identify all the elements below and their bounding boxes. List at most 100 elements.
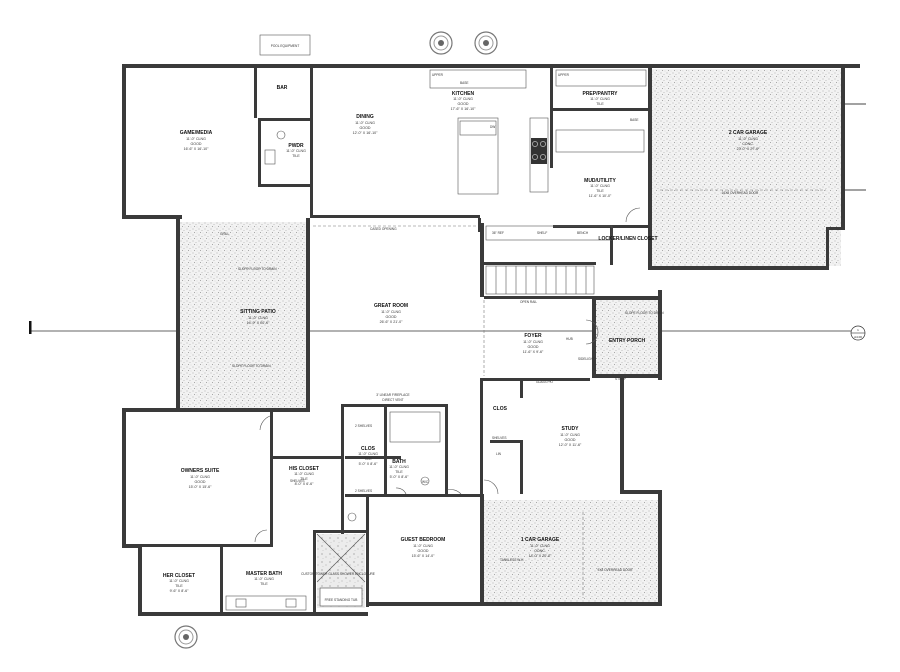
svg-text:11'-6" X 10'-0": 11'-6" X 10'-0"	[589, 194, 612, 198]
free-standing-tub	[319, 587, 363, 607]
kitchen-island	[457, 117, 499, 195]
pool-equipment-box	[259, 34, 311, 56]
svg-text:15'-0" X 15'-6": 15'-0" X 15'-6"	[189, 485, 212, 489]
garage2-floor	[652, 69, 841, 266]
room-garage2: 2 CAR GARAGE 11'-0" CLNG CONC. 23'-0" X …	[729, 130, 768, 151]
room-entry-porch: ENTRY PORCH	[609, 338, 646, 344]
patio-floor	[180, 222, 308, 408]
stairs	[485, 265, 595, 295]
note-hub: HUB	[566, 337, 573, 341]
svg-text:TILE: TILE	[260, 582, 268, 586]
note-sidelight: SIDELIGHT	[578, 357, 595, 361]
room-mud-utility: MUD/UTILITY 11'-0" CLNG TILE 11'-6" X 10…	[584, 178, 616, 198]
note-grill: GRILL	[220, 232, 229, 236]
note-shelves: 2 SHELVES	[355, 424, 372, 428]
svg-text:11'-0" CLNG: 11'-0" CLNG	[186, 137, 206, 141]
svg-text:FOYER: FOYER	[524, 333, 542, 339]
svg-text:11'-0" CLNG: 11'-0" CLNG	[248, 316, 268, 320]
svg-text:PREP/PANTRY: PREP/PANTRY	[582, 91, 618, 97]
note-wc: W/C	[422, 480, 429, 484]
svg-text:5'-0" X 8'-6": 5'-0" X 8'-6"	[359, 462, 378, 466]
svg-text:TILE: TILE	[596, 189, 604, 193]
svg-text:STUDY: STUDY	[562, 426, 580, 432]
interior-walls	[126, 68, 648, 614]
note-fireplace: 3' LINEAR FIREPLACE	[376, 393, 409, 397]
room-clos: CLOS 11'-0" CLNG TILE 5'-0" X 8'-6"	[358, 446, 378, 466]
room-prep-pantry: PREP/PANTRY 11'-0" CLNG TILE	[582, 91, 618, 106]
svg-text:TILE: TILE	[175, 584, 183, 588]
svg-text:TILE: TILE	[300, 477, 308, 481]
mud-cabinets	[555, 129, 645, 153]
svg-text:GOOD: GOOD	[418, 549, 429, 553]
kitchen-lower-cabinets	[485, 225, 613, 241]
svg-text:GOOD: GOOD	[386, 315, 397, 319]
room-bar: BAR	[277, 85, 288, 91]
svg-text:11'-6" X 9'-6": 11'-6" X 9'-6"	[523, 350, 544, 354]
room-pwdr: PWDR 11'-0" CLNG TILE	[286, 143, 306, 158]
room-great-room: GREAT ROOM 11'-0" CLNG GOOD 26'-6" X 21'…	[374, 303, 408, 324]
svg-text:11'-0" CLNG: 11'-0" CLNG	[389, 465, 409, 469]
note-glass-pkt: GLASS PKT	[536, 380, 554, 384]
pantry-uppers	[555, 69, 647, 87]
svg-text:11'-0" CLNG: 11'-0" CLNG	[358, 452, 378, 456]
pool-equipment-label: POOL EQUIPMENT	[271, 44, 300, 48]
svg-text:12'-0" X 16'-10": 12'-0" X 16'-10"	[353, 131, 378, 135]
room-sitting-patio: SITTING PATIO 11'-0" CLNG 14'-9" X 20'-0…	[240, 309, 276, 325]
note-shelves: SHELVES	[492, 436, 506, 440]
garage1-floor	[484, 500, 658, 602]
svg-text:17'-6" X 16'-10": 17'-6" X 16'-10"	[451, 107, 476, 111]
svg-text:11'-0" CLNG: 11'-0" CLNG	[381, 310, 401, 314]
room-master-bath: MASTER BATH 11'-0" CLNG TILE	[246, 571, 282, 586]
room-locker-closet: LOCKER/LINEN CLOSET	[598, 236, 657, 242]
svg-text:14'-9" X 20'-0": 14'-9" X 20'-0"	[247, 321, 270, 325]
room-her-closet: HER CLOSET 11'-0" CLNG TILE 9'-6" X 8'-6…	[163, 573, 195, 593]
kitchen-counter	[529, 117, 549, 193]
svg-text:GREAT ROOM: GREAT ROOM	[374, 303, 408, 309]
svg-text:1 CAR GARAGE: 1 CAR GARAGE	[521, 537, 560, 543]
room-name: GAME/MEDIA	[180, 130, 213, 136]
pwdr-toilet	[276, 130, 286, 140]
svg-text:CLOS: CLOS	[361, 446, 376, 452]
note-ref: 36" REF	[492, 231, 504, 235]
svg-text:11'-0" CLNG: 11'-0" CLNG	[286, 149, 306, 153]
svg-text:TILE: TILE	[292, 154, 300, 158]
svg-text:SITTING PATIO: SITTING PATIO	[240, 309, 276, 315]
svg-text:11'-0" CLNG: 11'-0" CLNG	[590, 184, 610, 188]
svg-text:11'-0" CLNG: 11'-0" CLNG	[294, 472, 314, 476]
note-base: BASE	[630, 118, 639, 122]
svg-text:MASTER BATH: MASTER BATH	[246, 571, 282, 577]
room-foyer: FOYER 11'-0" CLNG GOOD 11'-6" X 9'-6"	[523, 333, 544, 354]
room-dining: DINING 11'-0" CLNG GOOD 12'-0" X 16'-10"	[353, 114, 378, 135]
kitchen-upper-cabinets	[429, 69, 527, 89]
svg-text:TILE: TILE	[596, 102, 604, 106]
exterior-walls	[122, 64, 860, 616]
entry-porch-floor	[596, 300, 658, 378]
svg-text:GUEST BEDROOM: GUEST BEDROOM	[401, 537, 446, 543]
room-garage1: 1 CAR GARAGE 11'-0" CLNG CONC. 14'-0" X …	[521, 537, 560, 558]
note-shelf: SHELF	[537, 231, 547, 235]
svg-text:11'-0" CLNG: 11'-0" CLNG	[523, 340, 543, 344]
svg-text:14'-0" X 20'-0": 14'-0" X 20'-0"	[529, 554, 552, 558]
svg-text:8'-0" X 6'-6": 8'-0" X 6'-6"	[295, 482, 314, 486]
svg-text:TILE: TILE	[395, 470, 403, 474]
svg-text:11'-0" CLNG: 11'-0" CLNG	[169, 579, 189, 583]
svg-text:GOOD: GOOD	[195, 480, 206, 484]
svg-text:OWNERS SUITE: OWNERS SUITE	[181, 468, 220, 474]
room-clos-foyer: CLOS	[493, 406, 508, 412]
svg-text:12'-0" X 11'-6": 12'-0" X 11'-6"	[559, 443, 582, 447]
svg-text:15'-6" X 14'-0": 15'-6" X 14'-0"	[412, 554, 435, 558]
svg-text:16'-6" X 16'-10": 16'-6" X 16'-10"	[184, 147, 209, 151]
note-slope: SLOPE FLOOR TO DRAIN	[238, 267, 277, 271]
note-shower: CUSTOM TOWER GLASS SHOWER ENCLOSURE	[301, 572, 375, 576]
note-dw: DW	[490, 125, 495, 129]
svg-text:GOOD: GOOD	[191, 142, 202, 146]
note-base: BASE	[460, 81, 469, 85]
svg-text:A4.00: A4.00	[854, 335, 862, 339]
svg-text:GOOD: GOOD	[458, 102, 469, 106]
note-shelves: SHELVES	[290, 479, 304, 483]
note-overhead-door: 16X8 OVERHEAD DOOR	[722, 191, 759, 195]
svg-text:9'-6" X 8'-6": 9'-6" X 8'-6"	[170, 589, 189, 593]
note-shelves: 2 SHELVES	[355, 489, 372, 493]
master-toilet	[347, 512, 357, 522]
